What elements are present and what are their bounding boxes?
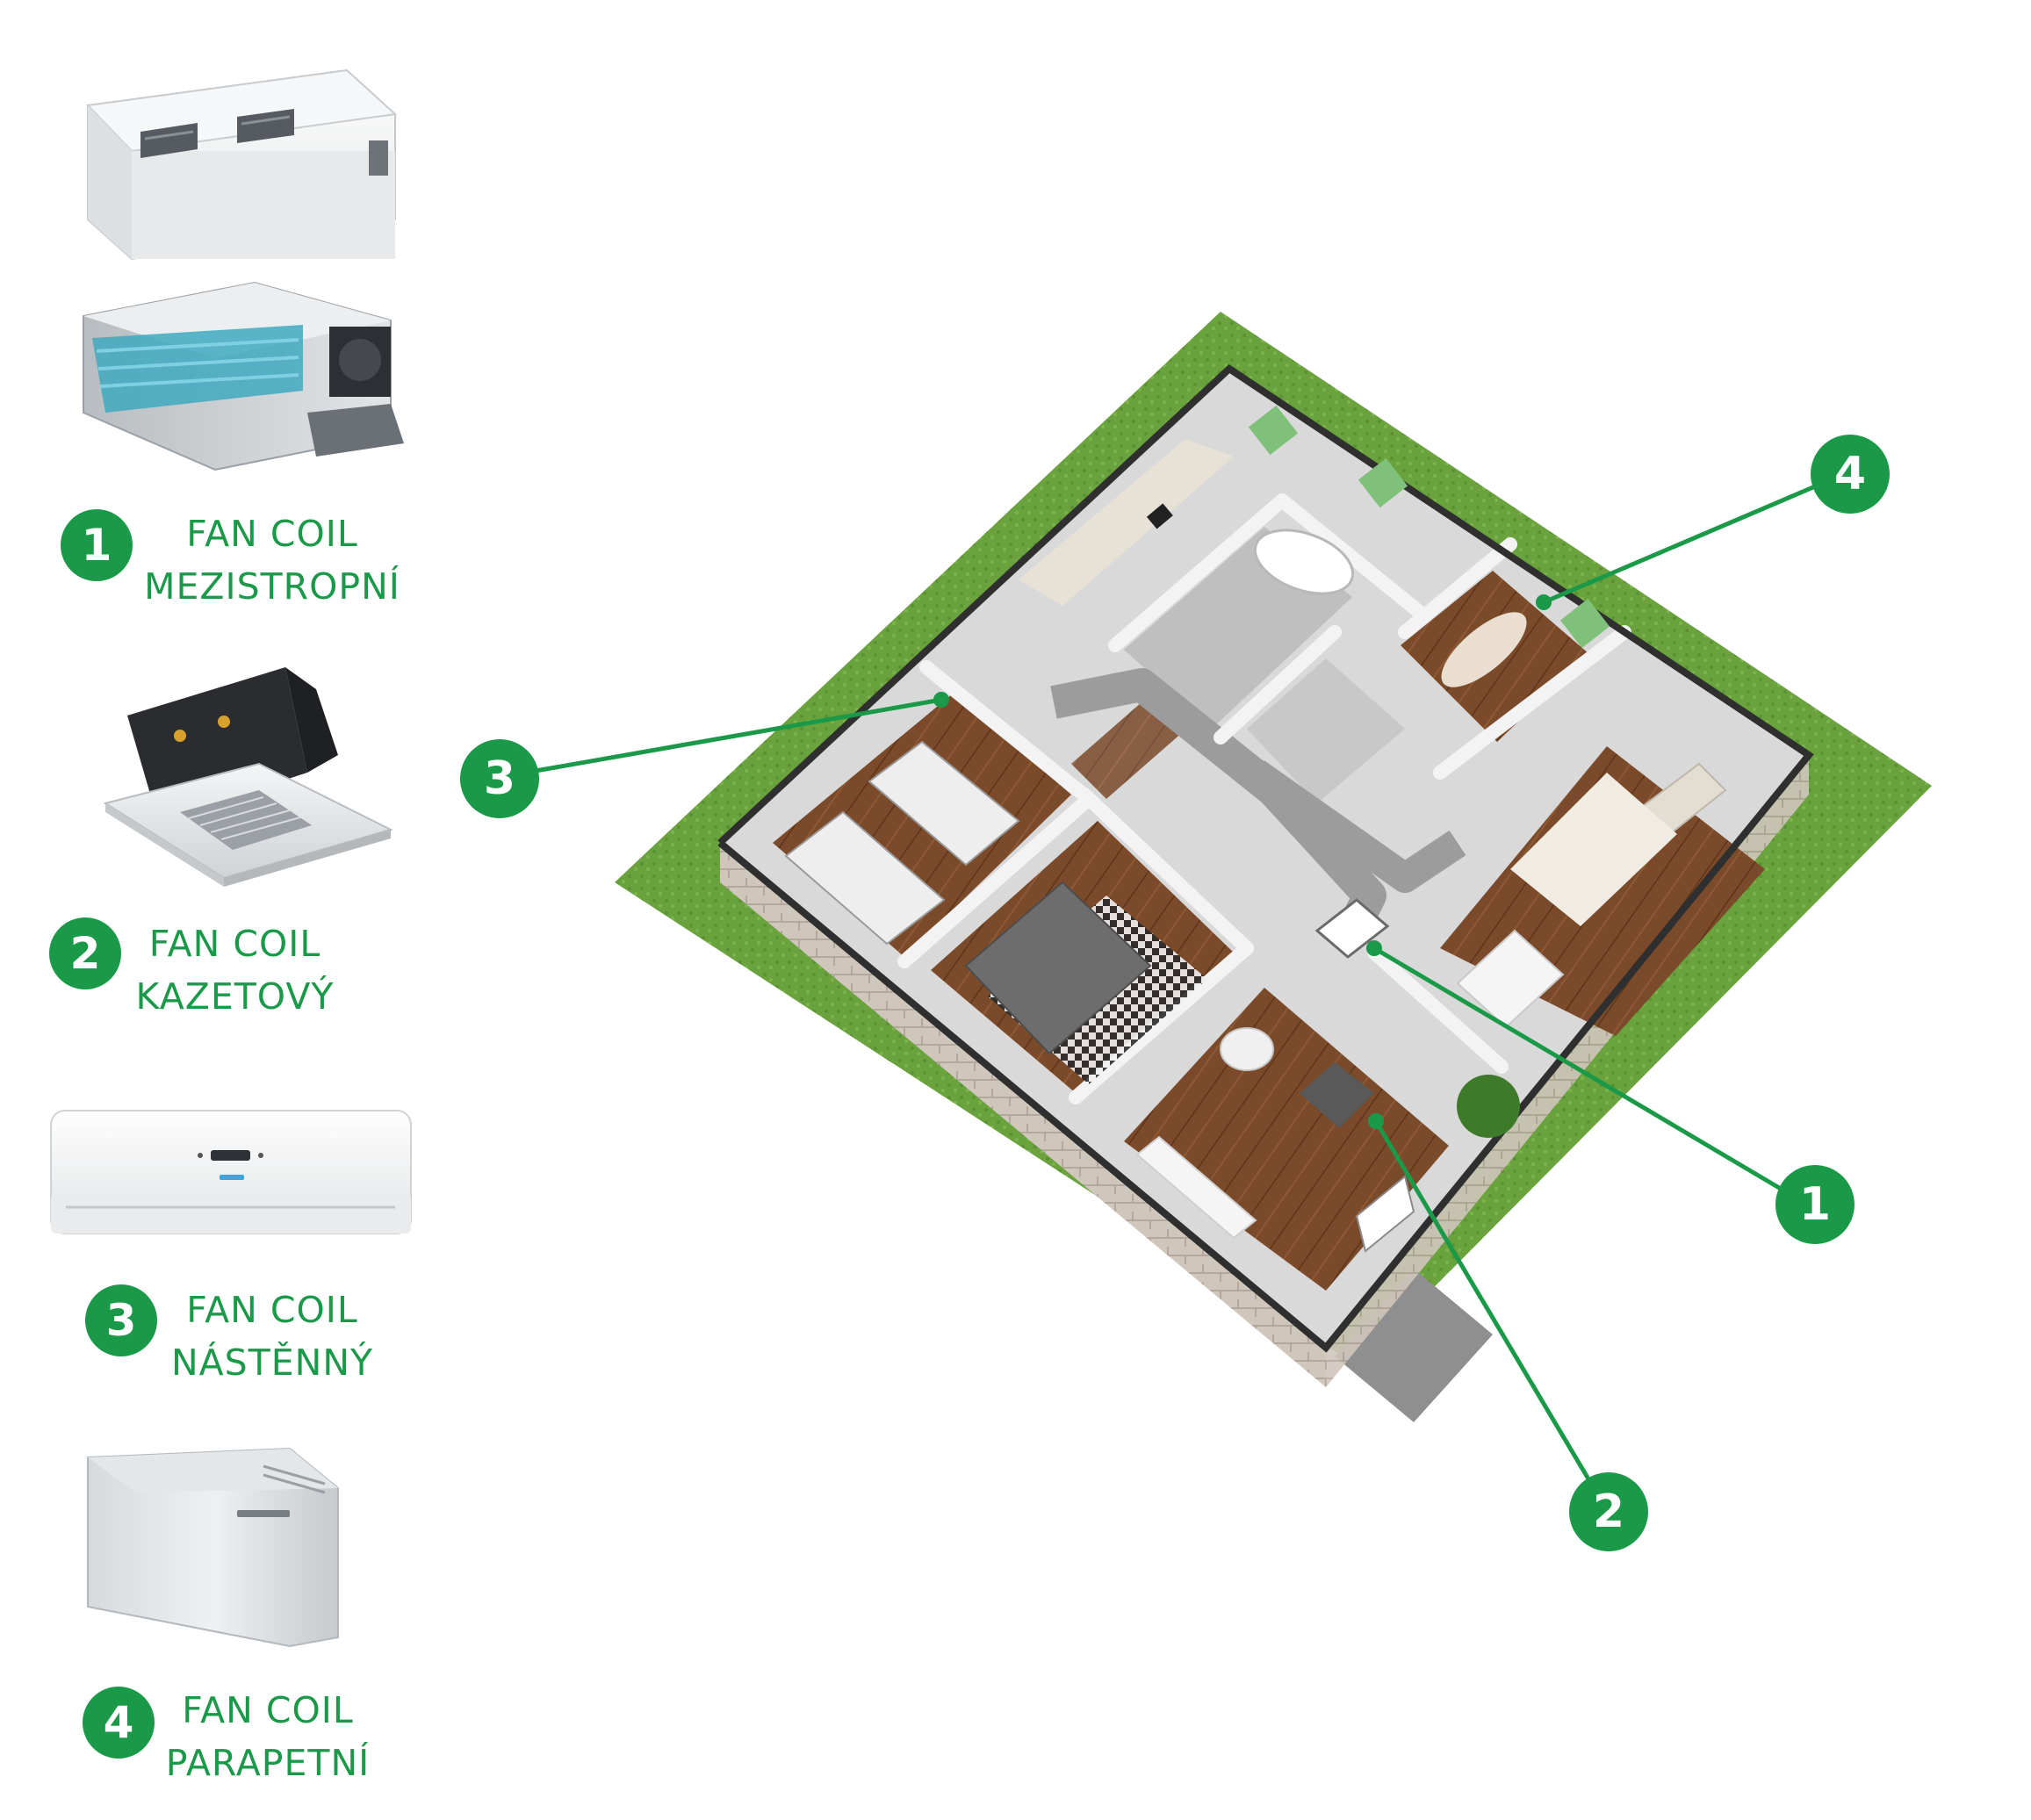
bed-1 bbox=[784, 810, 946, 946]
legend-label-3: FAN COIL NÁSTĚNNÝ bbox=[158, 1284, 386, 1389]
callout-badge-1: 1 bbox=[1775, 1165, 1855, 1244]
legend-number-badge-1: 1 bbox=[61, 509, 133, 581]
bathtub bbox=[1253, 529, 1355, 595]
legend-number-badge-4: 4 bbox=[83, 1687, 155, 1759]
window-2 bbox=[1358, 457, 1408, 508]
legend-label-3-line1: FAN COIL bbox=[186, 1289, 358, 1331]
window-1 bbox=[1248, 405, 1299, 456]
office-desk bbox=[1441, 612, 1527, 687]
entrance-door bbox=[1355, 1175, 1415, 1253]
wc-floor bbox=[1247, 658, 1405, 803]
legend-label-2-line1: FAN COIL bbox=[148, 923, 321, 965]
window-3 bbox=[1559, 598, 1610, 649]
callout-line-1 bbox=[1372, 946, 1806, 1205]
outer-walls bbox=[717, 363, 1814, 1353]
wall-unit-image bbox=[50, 1110, 412, 1234]
legend-label-2: FAN COIL KAZETOVÝ bbox=[127, 917, 342, 1023]
exterior-wall-left bbox=[720, 843, 1326, 1387]
ducted-unit-in-house bbox=[1314, 898, 1390, 959]
interior-walls bbox=[897, 493, 1631, 1104]
plant bbox=[1457, 1075, 1520, 1138]
legend-label-3-line2: NÁSTĚNNÝ bbox=[170, 1342, 374, 1384]
callout-badge-4: 4 bbox=[1811, 435, 1890, 514]
legend-label-2-line2: KAZETOVÝ bbox=[135, 975, 335, 1018]
double-bed bbox=[964, 881, 1152, 1055]
legend-label-1: FAN COIL MEZISTROPNÍ bbox=[132, 507, 413, 613]
ducted-unit-image-top bbox=[85, 68, 398, 261]
legend-label-4-line2: PARAPETNÍ bbox=[165, 1742, 371, 1784]
legend-label-1-line1: FAN COIL bbox=[186, 513, 358, 555]
air-duct bbox=[1050, 668, 1386, 939]
legend-label-4: FAN COIL PARAPETNÍ bbox=[154, 1684, 382, 1789]
callout-line-3 bbox=[500, 697, 942, 780]
dining-table bbox=[1456, 929, 1565, 1029]
front-path bbox=[1335, 1269, 1493, 1422]
armchair bbox=[1220, 1027, 1274, 1071]
living-rug bbox=[1510, 773, 1677, 926]
callout-line-4 bbox=[1543, 471, 1845, 605]
legend-label-1-line2: MEZISTROPNÍ bbox=[144, 565, 400, 608]
tv-sideboard bbox=[1135, 1135, 1257, 1240]
callout-line-2 bbox=[1373, 1119, 1610, 1512]
ducted-unit-image-bottom bbox=[83, 281, 404, 471]
legend-number-badge-3: 3 bbox=[85, 1284, 157, 1356]
legend-number-badge-2: 2 bbox=[49, 917, 121, 989]
callout-badge-2: 2 bbox=[1569, 1472, 1648, 1551]
kitchen-counter bbox=[1019, 439, 1234, 606]
callout-badge-3: 3 bbox=[460, 739, 539, 818]
coffee-table bbox=[1300, 1062, 1374, 1128]
bed-2 bbox=[868, 740, 1020, 867]
cassette-unit-image bbox=[103, 667, 393, 887]
console-unit-image bbox=[87, 1447, 339, 1648]
legend-label-4-line1: FAN COIL bbox=[182, 1689, 354, 1731]
